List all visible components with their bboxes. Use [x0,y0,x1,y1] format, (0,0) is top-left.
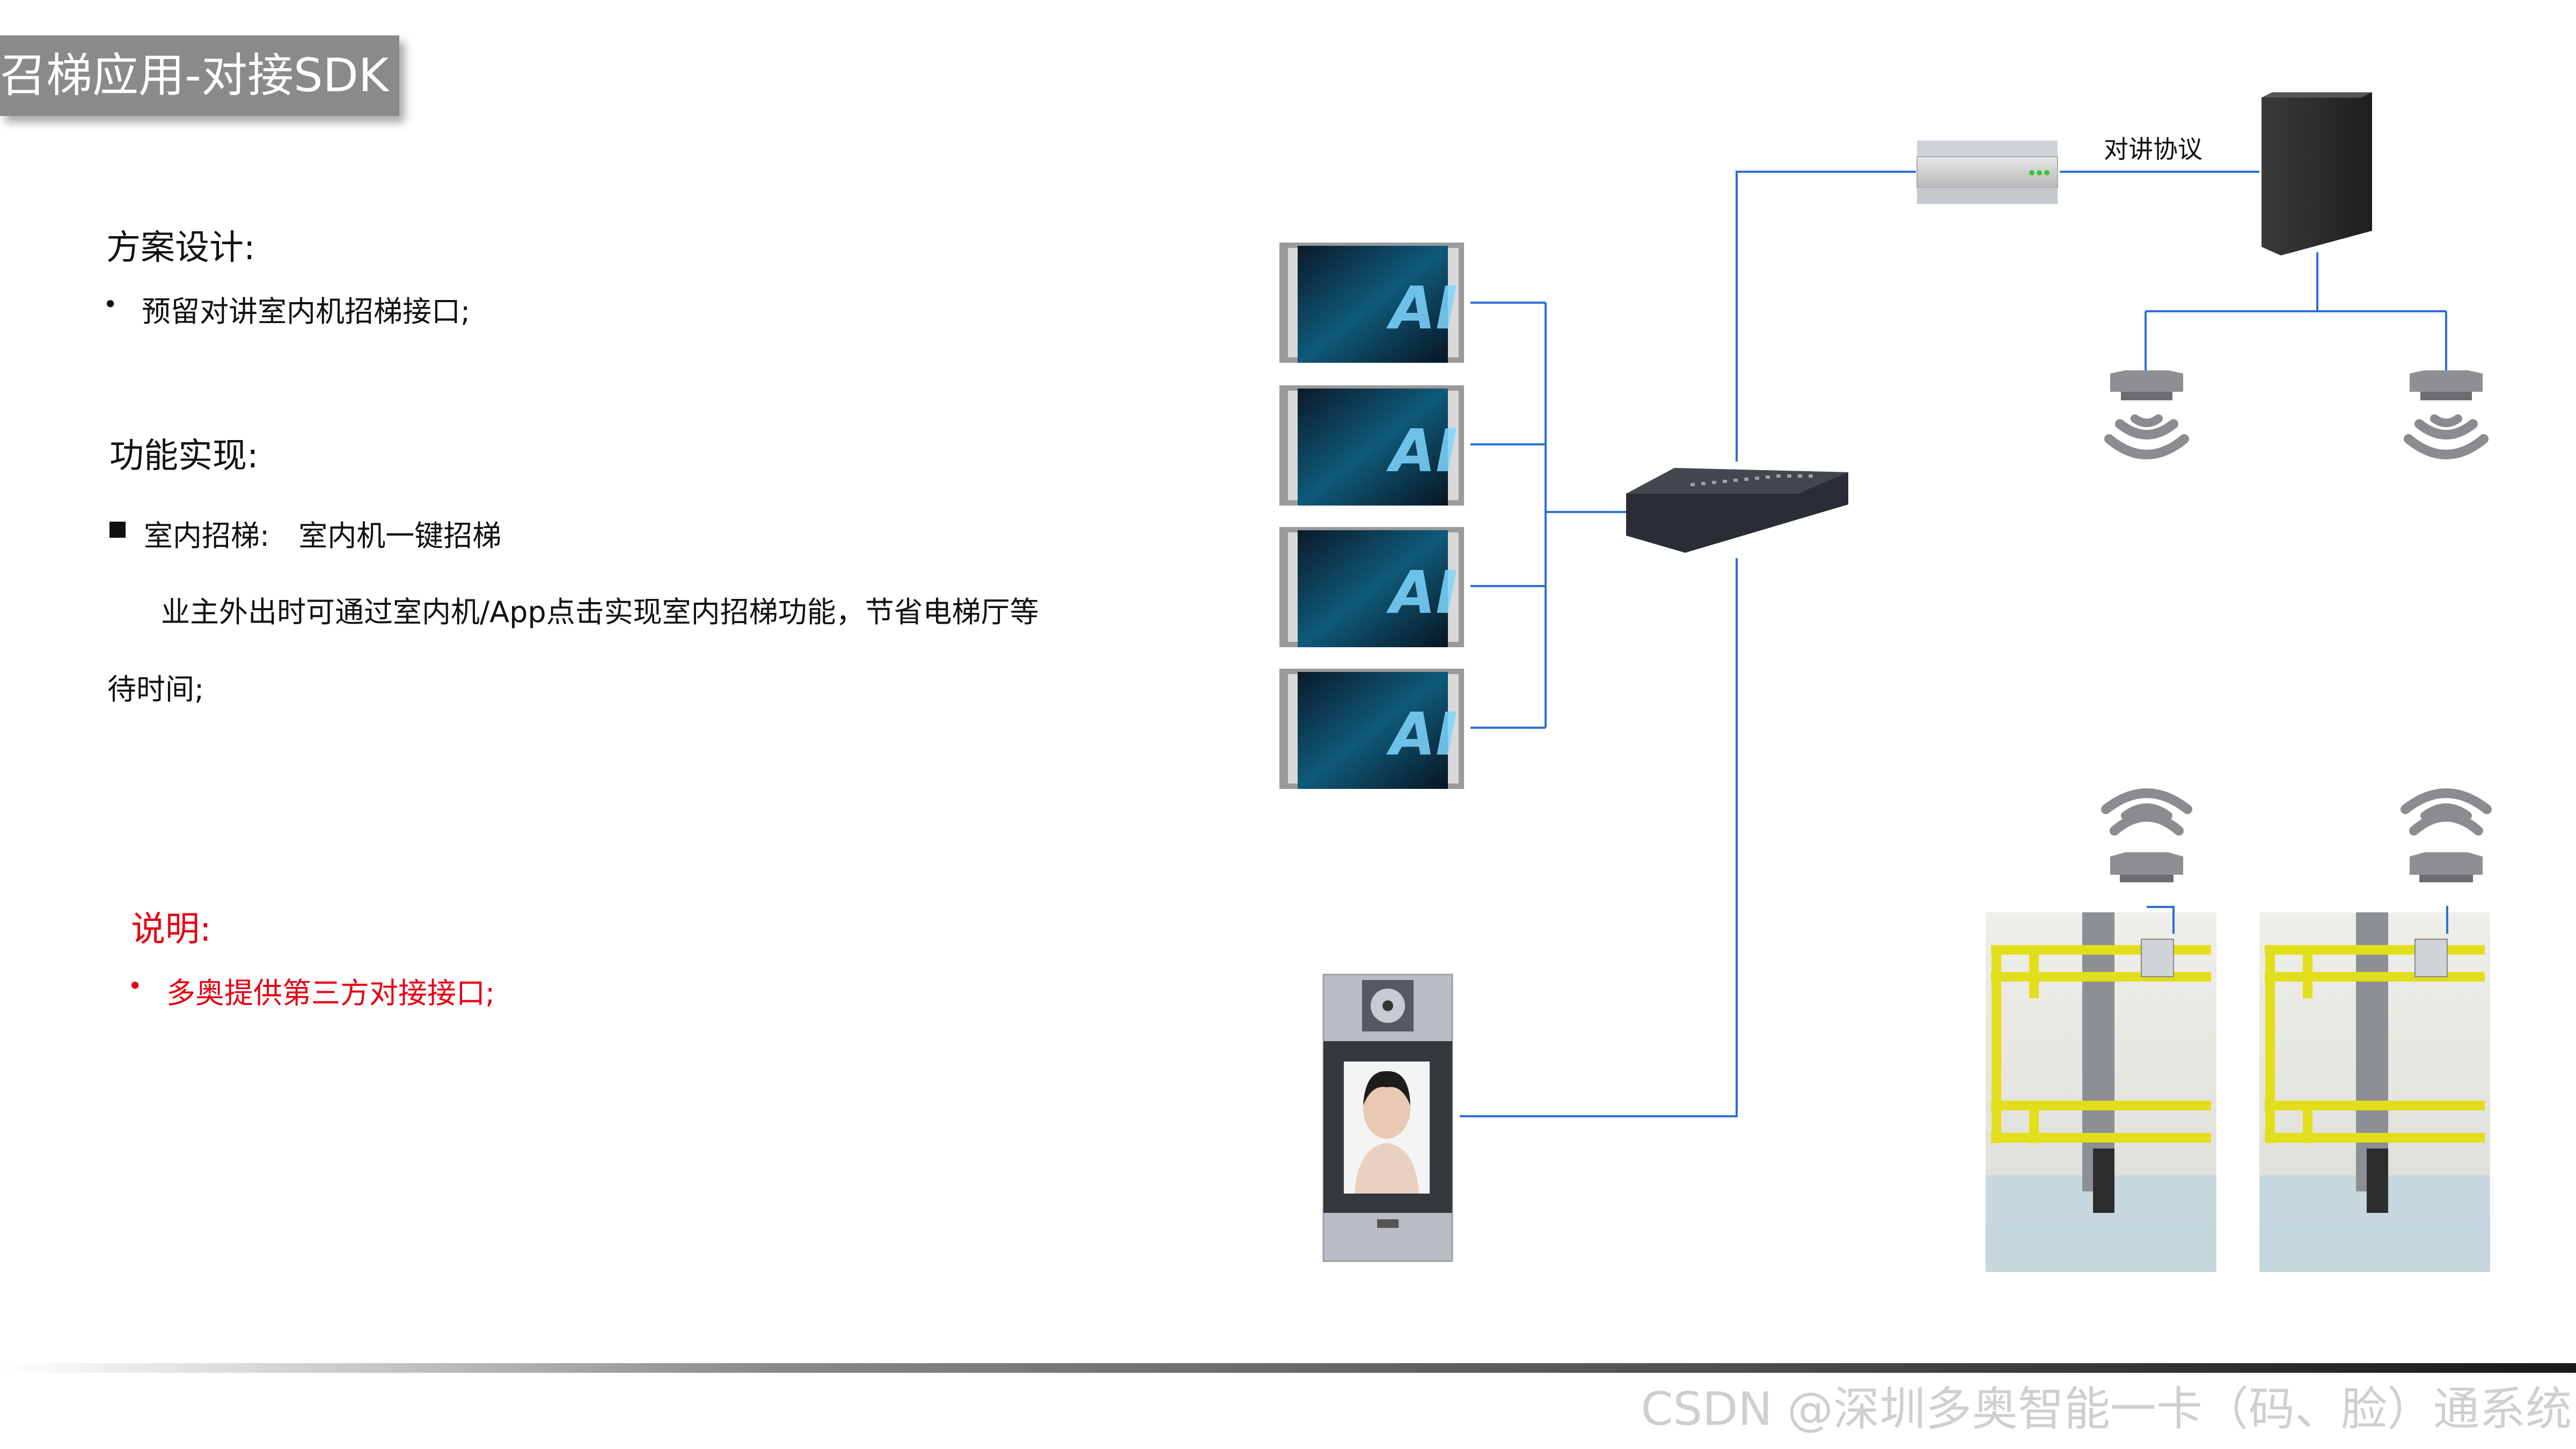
function-item: 室内招梯: 室内机一键招梯 [144,519,502,553]
note-bullet-dot: • [128,971,143,1000]
wireless-transmitter-right [2401,788,2492,882]
bullet-dot: • [103,290,118,319]
monitor-ai-text: AI [1386,700,1458,769]
protocol-gateway [1916,141,2058,204]
indoor-monitor-4: AI [1279,669,1464,789]
monitor-ai-text: AI [1386,274,1458,342]
indoor-monitor-3: AI [1279,527,1464,647]
square-bullet [109,522,126,538]
elevator-shaft-left [1986,906,2216,1272]
page-title: 召梯应用-对接SDK [0,49,389,103]
monitor-ai-text: AI [1386,416,1458,485]
connection-lines [1460,171,2447,1117]
function-heading: 功能实现: [109,436,259,476]
wireless-receiver-left [2104,370,2189,459]
wireless-transmitter-left [2101,788,2192,882]
function-desc-line1: 业主外出时可通过室内机/App点击实现室内招梯功能，节省电梯厅等 [161,595,1039,629]
note-heading: 说明: [131,910,211,949]
elevator-shaft-right [2259,906,2490,1272]
wireless-receiver-right [2404,370,2489,459]
indoor-monitor-2: AI [1279,385,1464,506]
function-desc-line2: 待时间; [107,672,204,706]
title-badge [0,35,399,116]
watermark: CSDN @深圳多奥智能一卡（码、脸）通系统 [1641,1382,2572,1436]
protocol-label: 对讲协议 [2104,135,2202,164]
face-recognition-door-station [1322,974,1453,1262]
switch-to-gateway [1736,171,1916,462]
indoor-monitor-1: AI [1279,243,1464,363]
network-switch [1626,468,1848,553]
note-bullet: 多奥提供第三方对接接口; [166,976,495,1010]
elevator-controller [2262,92,2372,255]
monitor-ai-text: AI [1386,558,1458,627]
switch-to-door-station [1460,558,1738,1117]
footer-divider [0,1363,2576,1373]
design-bullet: 预留对讲室内机招梯接口; [142,295,471,328]
design-heading: 方案设计: [106,228,255,268]
